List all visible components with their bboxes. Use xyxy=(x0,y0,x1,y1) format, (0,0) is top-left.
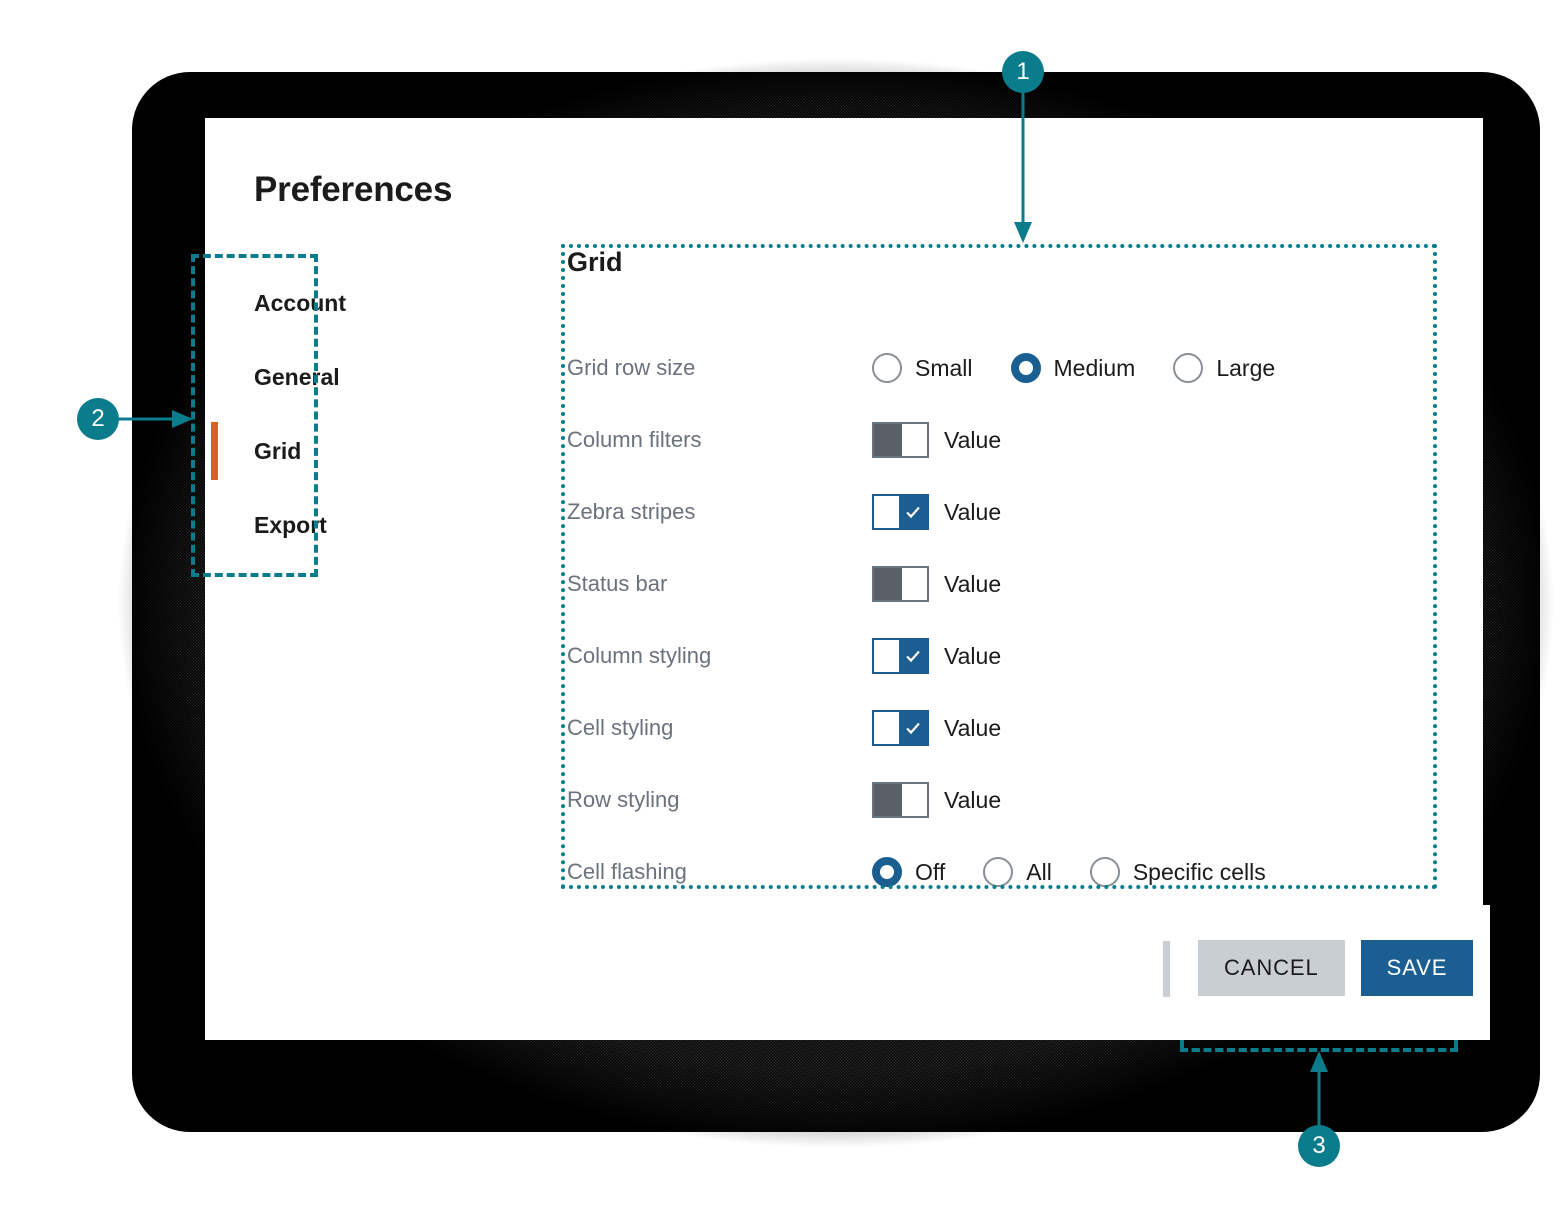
preferences-dialog: Preferences Account General Grid Export … xyxy=(205,118,1483,1040)
setting-row-row-styling: Row styling Value xyxy=(564,764,1436,836)
toggle-switch-off[interactable] xyxy=(872,566,929,602)
zebra-stripes-control: Value xyxy=(872,494,1001,530)
toggle-knob xyxy=(899,712,927,744)
annotation-tick-right xyxy=(1454,1040,1458,1052)
toggle-value-label: Value xyxy=(944,570,1002,597)
save-button[interactable]: SAVE xyxy=(1360,940,1474,996)
toggle-knob xyxy=(899,496,927,528)
settings-rows: Grid row size Small Medium Large xyxy=(564,332,1436,908)
sidebar-item-label: Account xyxy=(254,289,346,316)
radio-icon[interactable] xyxy=(872,353,902,383)
cancel-button[interactable]: CANCEL xyxy=(1198,940,1345,996)
sidebar-item-label: Grid xyxy=(254,437,302,464)
checkmark-icon xyxy=(906,722,920,735)
status-bar-control: Value xyxy=(872,566,1001,602)
radio-option-all[interactable]: All xyxy=(983,857,1052,887)
active-indicator-bar xyxy=(211,422,218,480)
page-title: Preferences xyxy=(254,170,453,209)
sidebar-item-export[interactable]: Export xyxy=(254,488,554,562)
preferences-sidebar: Account General Grid Export xyxy=(211,266,554,562)
toggle-knob xyxy=(874,424,902,456)
setting-label: Row styling xyxy=(567,787,680,812)
column-filters-control: Value xyxy=(872,422,1001,458)
grid-row-size-radio-group: Small Medium Large xyxy=(872,353,1275,383)
toggle-value-label: Value xyxy=(944,714,1002,741)
toggle-value-label: Value xyxy=(944,498,1002,525)
toggle-knob xyxy=(899,640,927,672)
setting-row-column-styling: Column styling Value xyxy=(564,620,1436,692)
toggle-switch-off[interactable] xyxy=(872,422,929,458)
radio-selected-icon[interactable] xyxy=(872,857,902,887)
row-styling-control: Value xyxy=(872,782,1001,818)
setting-label: Status bar xyxy=(567,571,668,596)
toggle-knob xyxy=(874,784,902,816)
toggle-switch-on[interactable] xyxy=(872,638,929,674)
radio-icon[interactable] xyxy=(1089,857,1120,887)
sidebar-item-account[interactable]: Account xyxy=(254,266,554,340)
setting-label: Cell flashing xyxy=(567,859,687,884)
toggle-value-label: Value xyxy=(944,786,1002,813)
grid-settings-panel: Grid Grid row size Small Medium xyxy=(564,244,1436,908)
radio-option-label: Off xyxy=(915,858,946,885)
setting-label: Column filters xyxy=(567,427,702,452)
setting-label: Zebra stripes xyxy=(567,499,696,524)
radio-option-label: Medium xyxy=(1053,354,1136,381)
radio-option-label: Specific cells xyxy=(1132,858,1266,885)
sidebar-item-label: General xyxy=(254,363,340,390)
setting-label: Cell styling xyxy=(567,715,674,740)
setting-label: Column styling xyxy=(567,643,712,668)
setting-row-cell-styling: Cell styling Value xyxy=(564,692,1436,764)
radio-option-label: Small xyxy=(915,354,973,381)
checkmark-icon xyxy=(906,506,920,519)
radio-option-off[interactable]: Off xyxy=(872,857,945,887)
setting-label: Grid row size xyxy=(567,355,696,380)
radio-option-medium[interactable]: Medium xyxy=(1010,353,1136,383)
toggle-switch-on[interactable] xyxy=(872,494,929,530)
toggle-switch-off[interactable] xyxy=(872,782,929,818)
toggle-value-label: Value xyxy=(944,426,1002,453)
annotation-tick-left xyxy=(1180,1040,1184,1052)
sidebar-item-label: Export xyxy=(254,511,327,538)
radio-option-small[interactable]: Small xyxy=(872,353,973,383)
dialog-footer-buttons-overlay: CANCEL SAVE xyxy=(1198,940,1474,996)
setting-row-cell-flashing: Cell flashing Off All Specific cells xyxy=(564,836,1436,908)
radio-icon[interactable] xyxy=(1173,353,1204,383)
cell-flashing-radio-group: Off All Specific cells xyxy=(872,857,1266,887)
radio-option-large[interactable]: Large xyxy=(1173,353,1275,383)
radio-icon[interactable] xyxy=(983,857,1014,887)
sidebar-item-general[interactable]: General xyxy=(254,340,554,414)
setting-row-zebra-stripes: Zebra stripes Value xyxy=(564,476,1436,548)
panel-heading: Grid xyxy=(567,247,623,277)
cell-styling-control: Value xyxy=(872,710,1001,746)
radio-option-label: All xyxy=(1026,858,1052,885)
toggle-switch-on[interactable] xyxy=(872,710,929,746)
annotation-marker-2[interactable]: 2 xyxy=(77,398,119,440)
sidebar-item-grid[interactable]: Grid xyxy=(211,414,554,488)
checkmark-icon xyxy=(906,650,920,663)
annotation-marker-1[interactable]: 1 xyxy=(1002,51,1044,93)
setting-row-column-filters: Column filters Value xyxy=(564,404,1436,476)
radio-option-specific-cells[interactable]: Specific cells xyxy=(1089,857,1266,887)
column-styling-control: Value xyxy=(872,638,1001,674)
radio-selected-icon[interactable] xyxy=(1010,353,1041,383)
setting-row-status-bar: Status bar Value xyxy=(564,548,1436,620)
radio-option-label: Large xyxy=(1216,354,1276,381)
setting-row-grid-row-size: Grid row size Small Medium Large xyxy=(564,332,1436,404)
annotation-marker-3[interactable]: 3 xyxy=(1298,1125,1340,1167)
toggle-value-label: Value xyxy=(944,642,1002,669)
toggle-knob xyxy=(874,568,902,600)
